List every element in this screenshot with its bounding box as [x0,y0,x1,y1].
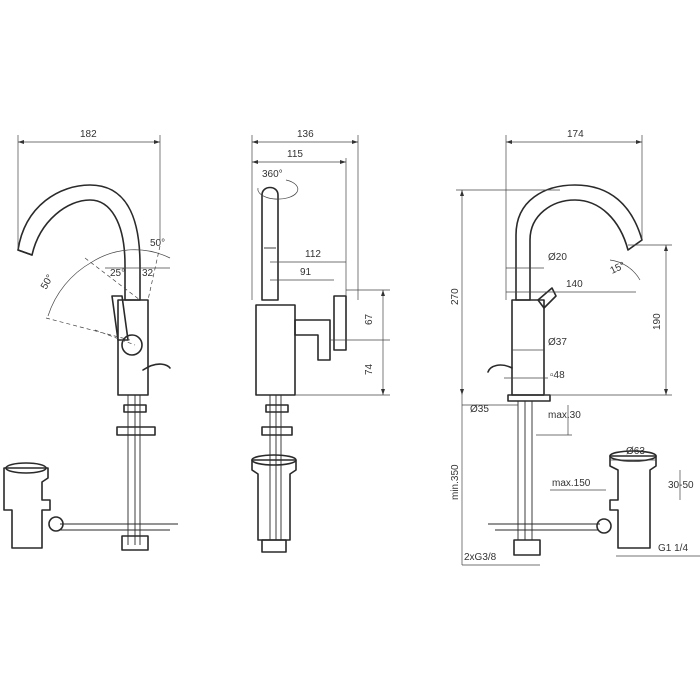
waste-cap-side [251,454,297,466]
angle-arc-left [47,261,93,317]
dim-min350-label: min.350 [450,464,461,500]
shank-right [517,401,533,540]
pop-up-rod-horizontal-left [60,523,178,531]
dim-angle-c-label: 50° [150,238,165,249]
rotation-arrow [257,179,299,200]
body-right [511,299,545,396]
hose-connectors-right [513,539,541,556]
dim-190-label: 190 [652,313,663,330]
dim-48-label: ▫48 [550,370,565,381]
waste-knob-right [596,518,612,534]
dim-angle-15-label: 15° [609,260,627,276]
rotation-label: 360° [262,169,283,180]
dim-136-label: 136 [297,129,314,140]
side-view-middle: 136 115 360° 112 91 67 74 [251,129,390,553]
dim-2xg38-label: 2xG3/8 [464,552,497,563]
waste-right [609,455,657,549]
angle-arc-right [609,259,641,281]
dim-30-50-label: 30-50 [668,480,694,491]
waste-side [251,459,297,541]
dim-max150-label: max.150 [552,478,591,489]
spout-side [261,186,279,301]
dim-max30-label: max.30 [548,410,581,421]
lever-side [294,319,331,361]
dim-o20-label: Ø20 [548,252,567,263]
flange-left [116,426,156,436]
dim-74-label: 74 [364,363,375,375]
dim-115-label: 115 [287,149,303,160]
dim-140-label: 140 [566,279,583,290]
waste-cap-right [609,450,657,462]
swing-line-a [84,257,141,301]
dim-o35-label: Ø35 [470,404,489,415]
body-left [117,299,149,396]
dim-112-label: 112 [305,249,321,260]
lever-arm-side [333,295,347,351]
spout-tip-left [17,249,33,256]
angle-arc-mid [91,249,171,263]
lever-hub-left [121,334,143,356]
dim-o37-label: Ø37 [548,337,567,348]
flange-side [261,426,293,436]
nut-left [123,404,147,413]
dim-angle-b-label: 25° [110,268,125,279]
swing-line-b [147,245,161,301]
pop-up-rod-horizontal-right [488,523,600,531]
waste-knob-left [48,516,64,532]
spout-left [17,184,141,301]
shank-side [269,395,282,540]
dim-g114-label: G1 1/4 [658,543,688,554]
dim-o63-label: Ø63 [626,446,645,457]
flange-right [507,394,551,402]
dim-182-label: 182 [80,129,97,140]
dim-angle-a-label: 50° [39,273,56,292]
pop-up-rod-left [142,363,171,371]
dim-270-label: 270 [450,288,461,305]
dim-91-label: 91 [300,267,312,278]
front-view-left: 182 50° 25° 32 50° [3,129,178,551]
dim-174-label: 174 [567,129,584,140]
lever-swing-left [45,317,136,346]
shank-left [127,395,141,545]
waste-left [3,467,51,549]
dim-32-label: 32 [142,268,154,279]
hose-connector-side [261,539,287,553]
lever-right [537,287,557,309]
waste-cap-left [5,462,47,474]
front-view-right: 174 270 Ø20 15° 140 190 Ø37 ▫48 Ø35 max.… [450,129,700,566]
dim-67-label: 67 [364,313,375,325]
pop-up-rod-right [487,364,513,373]
hose-connectors-left [121,535,149,551]
body-side [255,304,296,396]
nut-side [265,404,289,413]
lever-left [111,295,129,341]
